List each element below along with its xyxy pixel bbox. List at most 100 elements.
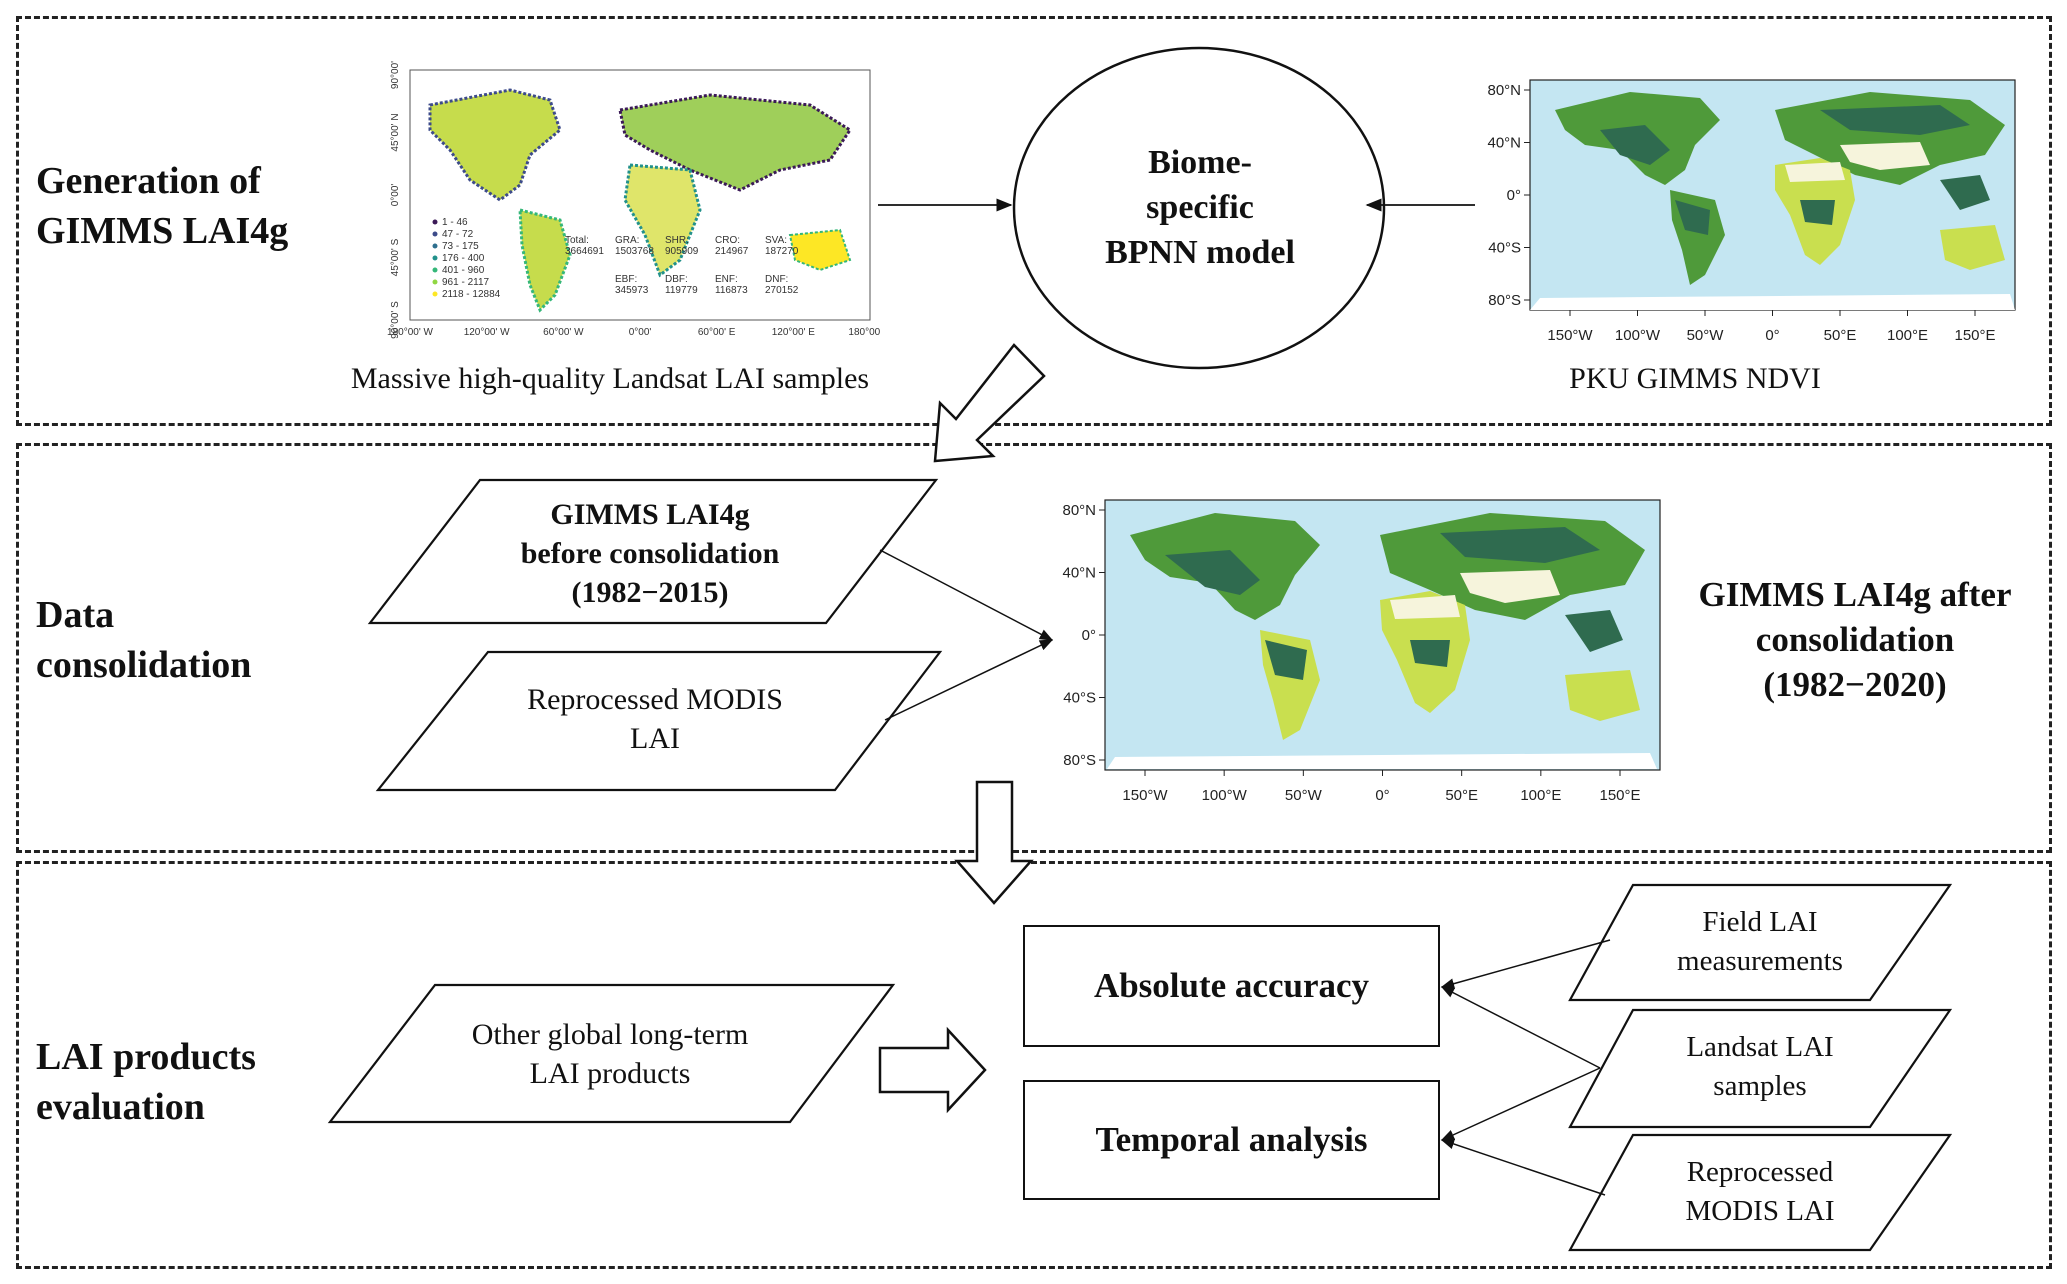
stat-value: 905909 [665,246,699,257]
parallelogram-other-products [327,983,896,1124]
lai4g-after-label: GIMMS LAI4g after consolidation (1982−20… [1698,575,2012,704]
ndvi-caption: PKU GIMMS NDVI [1569,362,1821,395]
legend-swatch [432,231,438,237]
stat-value: 270152 [765,285,799,296]
other-products-label: Other global long-term LAI products [471,1018,749,1090]
consolidated-land [1107,513,1657,769]
legend-label: 47 - 72 [442,229,474,240]
stat-value: 187270 [765,246,799,257]
legend-label: 176 - 400 [442,253,485,264]
stat-label: EBF: [615,274,637,285]
lai4g-before-label: GIMMS LAI4g before consolidation (1982−2… [520,498,780,609]
x-tick-label: 150°E [1954,327,1995,344]
legend-swatch [432,291,438,297]
hollow-arrow-consolidation-to-evaluation [954,780,1034,905]
y-tick-label: 40°S [1488,240,1521,257]
stat-label: Total: [565,235,589,246]
stat-label: SHR: [665,235,689,246]
x-tick-label: 0° [1375,787,1389,804]
x-tick-label: 50°W [1687,327,1725,344]
x-tick-label: 50°E [1824,327,1857,344]
stat-value: 345973 [615,285,649,296]
parallelogram-lai4g-before [367,478,939,625]
stat-value: 214967 [715,246,749,257]
y-tick-label: 40°N [1062,565,1096,582]
connector-field-to-accuracy [1440,939,1611,989]
connector-modis-to-map [884,639,1054,721]
legend-label: 401 - 960 [442,265,485,276]
panel-consolidation [16,443,2052,853]
modis-lai-label: Reprocessed MODIS LAI [527,683,783,755]
sample-density-cells [428,88,853,313]
legend-label: 73 - 175 [442,241,479,252]
reprocessed-modis-label: Reprocessed MODIS LAI [1685,1156,1835,1227]
x-tick-label: 150°W [1547,327,1593,344]
legend-label: 2118 - 12884 [442,289,501,300]
legend-swatch [432,255,438,261]
panel-generation [16,16,2052,426]
legend-label: 1 - 46 [442,217,468,228]
hollow-arrow-products-to-evaluation [878,1026,987,1114]
landsat-samples-caption: Massive high-quality Landsat LAI samples [350,362,870,395]
x-tick-label: 100°E [1520,787,1561,804]
stage-title-consolidation: Data consolidation [36,594,252,686]
bpnn-model-circle [1012,46,1386,370]
legend-swatch [432,267,438,273]
connector-landsat-to-temporal [1440,1067,1601,1141]
y-tick-label: 90°00' S [390,301,401,339]
legend-label: 961 - 2117 [442,277,490,288]
x-tick-label: 120°00' W [464,327,510,338]
stat-label: ENF: [715,274,738,285]
connector-landsat-to-accuracy [1440,986,1601,1069]
parallelogram-modis [375,650,943,792]
stat-value: 1503768 [615,246,654,257]
x-tick-label: 150°W [1122,787,1168,804]
parallelogram-landsat-samples [1568,1008,1953,1129]
stat-value: 116873 [715,285,748,296]
y-tick-label: 45°00' N [390,113,401,151]
y-tick-label: 40°N [1487,135,1521,152]
temporal-analysis-box: Temporal analysis [1023,1080,1440,1200]
x-tick-label: 100°E [1887,327,1928,344]
x-tick-label: 60°00' E [698,327,736,338]
x-tick-label: 50°W [1285,787,1323,804]
stat-value: 119779 [665,285,698,296]
legend-swatch [432,243,438,249]
connector-modis-to-temporal [1440,1138,1606,1196]
stage-title-generation: Generation of GIMMS LAI4g [36,160,289,252]
legend-swatch [432,279,438,285]
stat-value: 3664691 [565,246,604,257]
absolute-accuracy-box: Absolute accuracy [1023,925,1440,1047]
panel-evaluation [16,861,2052,1269]
x-tick-label: 100°W [1202,787,1248,804]
y-tick-label: 0° [1082,627,1096,644]
connector-before-to-map [879,549,1054,641]
bpnn-model-label: Biome- specific BPNN model [1105,144,1295,271]
y-tick-label: 80°S [1488,292,1521,309]
lai4g-consolidated-map: 80°N 40°N 0° 40°S 80°S 150°W 100°W 50°W 0° 50°E 1… [1045,495,1675,815]
y-tick-label: 40°S [1063,690,1096,707]
stat-label: GRA: [615,235,639,246]
x-tick-label: 100°W [1615,327,1661,344]
x-tick-label: 180°00' W [387,327,433,338]
y-tick-label: 0°00' [390,184,401,207]
stat-label: DBF: [665,274,688,285]
y-tick-label: 80°N [1062,502,1096,519]
x-tick-label: 0° [1765,327,1779,344]
y-tick-label: 45°00' S [390,238,401,276]
ndvi-land [1530,92,2015,310]
y-tick-label: 0° [1507,187,1521,204]
landsat-samples-label: Landsat LAI samples [1686,1031,1834,1102]
hollow-arrow-generation-to-consolidation [933,343,1046,463]
x-tick-label: 50°E [1445,787,1478,804]
y-tick-label: 80°S [1063,752,1096,769]
stat-label: DNF: [765,274,788,285]
stage-title-evaluation: LAI products evaluation [36,1036,256,1128]
field-lai-label: Field LAI measurements [1677,906,1843,977]
parallelogram-reprocessed-modis [1568,1133,1953,1252]
x-tick-label: 60°00' W [543,327,584,338]
x-tick-label: 120°00' E [772,327,815,338]
